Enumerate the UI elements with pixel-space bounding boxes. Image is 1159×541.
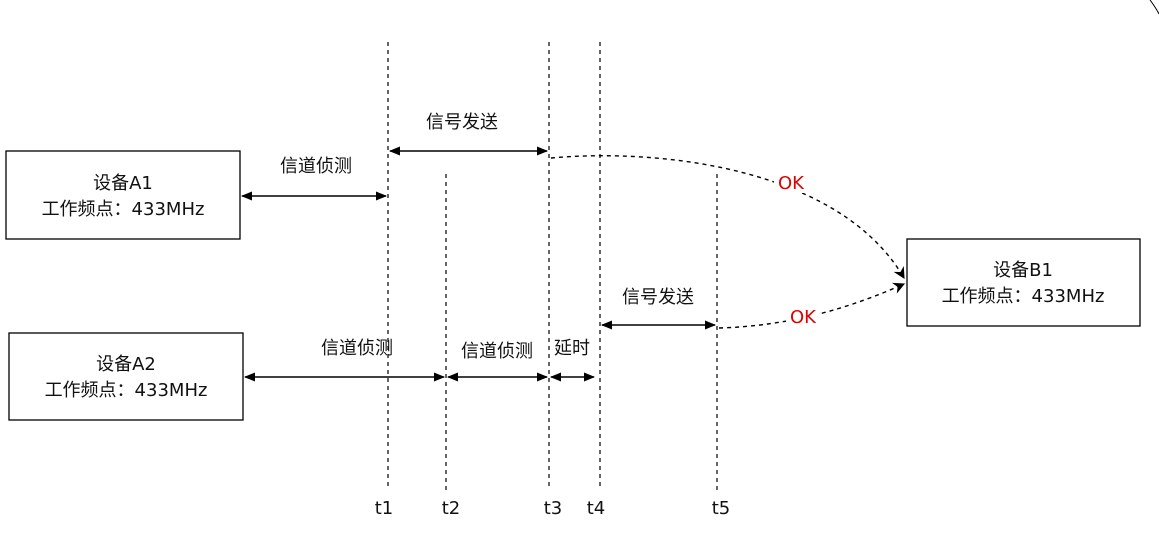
a1-sense-label: 信道侦测 [280,156,352,177]
a2-send-label: 信号发送 [622,287,694,308]
time-label-t5: t5 [712,498,731,519]
device-b1-freq: 工作频点：433MHz [942,286,1105,307]
a2-ok-label: OK [790,307,817,328]
time-label-t4: t4 [587,498,606,519]
time-lines [387,42,718,490]
device-b1-name: 设备B1 [993,260,1053,281]
time-label-t2: t2 [442,498,461,519]
a2-sense1-label: 信道侦测 [321,338,393,359]
device-a2-box: 设备A2 工作频点：433MHz [8,332,244,421]
a1-ok-label: OK [778,173,805,194]
a1-to-b1-curve [550,155,905,280]
device-b1-box: 设备B1 工作频点：433MHz [906,238,1141,327]
device-a1-name: 设备A1 [93,173,153,194]
device-a1-freq: 工作频点：433MHz [42,199,205,220]
a2-to-b1-curve [718,282,906,329]
time-label-t3: t3 [544,498,563,519]
time-label-t1: t1 [375,498,394,519]
device-a2-name: 设备A2 [96,354,156,375]
device-a2-freq: 工作频点：433MHz [45,380,208,401]
a2-delay-label: 延时 [554,338,590,359]
a2-sense2-label: 信道侦测 [461,341,533,362]
device-a1-box: 设备A1 工作频点：433MHz [5,150,241,240]
a1-send-label: 信号发送 [426,112,498,133]
corner-curve [1149,0,1159,15]
